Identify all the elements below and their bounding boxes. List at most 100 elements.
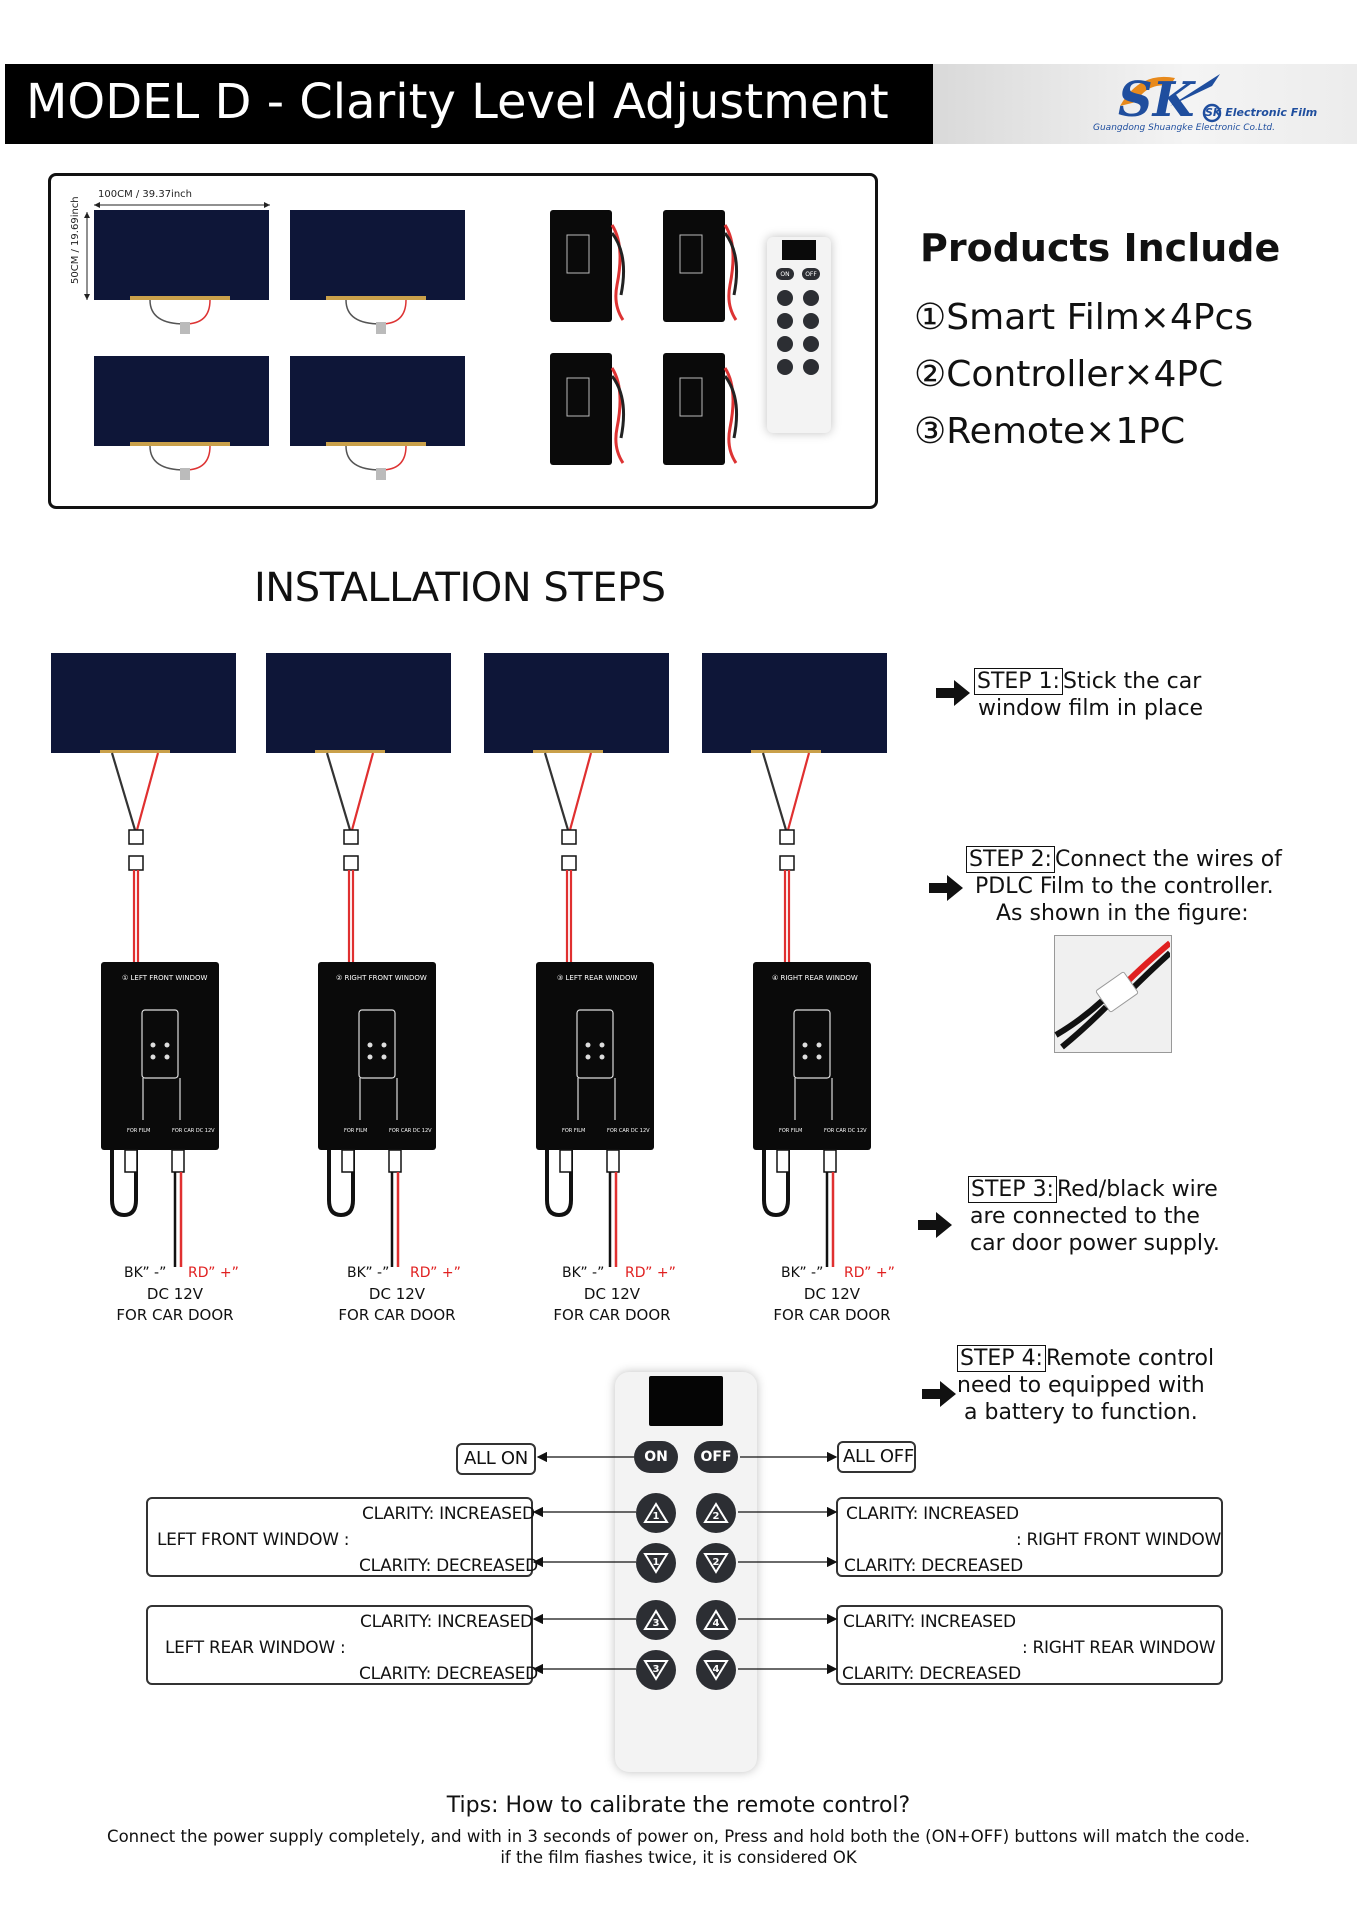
right-front-box <box>836 1497 1223 1577</box>
film-wires <box>130 296 426 480</box>
left-front-label: LEFT FRONT WINDOW : <box>157 1530 350 1550</box>
wire-rd-2: RD” +” <box>410 1265 461 1281</box>
step4-line3: a battery to function. <box>964 1400 1198 1425</box>
svg-text:1: 1 <box>653 1557 660 1568</box>
svg-text:1: 1 <box>653 1511 660 1522</box>
left-front-increased: CLARITY: INCREASED <box>362 1504 535 1524</box>
ctrl3-for-film: FOR FILM <box>562 1128 586 1134</box>
right-rear-increased: CLARITY: INCREASED <box>843 1612 1016 1632</box>
remote-screen <box>649 1376 723 1426</box>
page-title: MODEL D - Clarity Level Adjustment <box>26 74 889 130</box>
step2-line2: PDLC Film to the controller. <box>975 874 1274 899</box>
svg-text:3: 3 <box>653 1618 660 1629</box>
step3-text: STEP 3:Red/black wire <box>968 1176 1218 1203</box>
ctrl1-for-car: FOR CAR DC 12V <box>172 1128 215 1134</box>
wire-rd-4: RD” +” <box>844 1265 895 1281</box>
down-triangle-icon: 2 <box>703 1553 729 1574</box>
film-to-controller-wires <box>100 750 821 962</box>
for-car-door-3: FOR CAR DOOR <box>553 1306 671 1324</box>
step4-text: STEP 4:Remote control <box>957 1345 1214 1372</box>
ctrl1-for-film: FOR FILM <box>127 1128 151 1134</box>
product-item-controller: ②Controller×4PC <box>914 354 1224 395</box>
step2-text: STEP 2:Connect the wires of <box>966 846 1282 873</box>
svg-text:2: 2 <box>713 1511 720 1522</box>
all-on-label: ALL ON <box>464 1448 528 1469</box>
ctrl4-for-car: FOR CAR DC 12V <box>824 1128 867 1134</box>
for-car-door-2: FOR CAR DOOR <box>338 1306 456 1324</box>
wire-rd-3: RD” +” <box>625 1265 676 1281</box>
remote-off-button[interactable]: OFF <box>694 1441 738 1473</box>
remote-down-4-button[interactable]: 4 <box>696 1650 736 1690</box>
ctrl2-for-car: FOR CAR DC 12V <box>389 1128 432 1134</box>
ctrl3-for-car: FOR CAR DC 12V <box>607 1128 650 1134</box>
wire-bk-4: BK” -” <box>781 1265 824 1281</box>
all-off-label: ALL OFF <box>843 1446 914 1467</box>
wire-bk-3: BK” -” <box>562 1265 605 1281</box>
dc-label-1: DC 12V <box>146 1285 204 1303</box>
tips-line-1: Connect the power supply completely, and… <box>107 1827 1250 1846</box>
controller-right-front <box>318 962 436 1150</box>
svg-text:SK: SK <box>1118 72 1197 126</box>
products-frame <box>48 173 878 509</box>
right-rear-box <box>836 1605 1223 1685</box>
remote-down-2-button[interactable]: 2 <box>696 1543 736 1583</box>
products-heading: Products Include <box>920 226 1281 270</box>
dc-label-4: DC 12V <box>803 1285 861 1303</box>
logo-text: SK Electronic Film <box>1205 106 1318 119</box>
remote-up-1-button[interactable]: 1 <box>636 1493 676 1533</box>
film-panel-1 <box>94 210 269 300</box>
controller-title-right-rear: ④ RIGHT REAR WINDOW <box>772 974 858 982</box>
header-bar <box>5 64 933 144</box>
step1-line2: window film in place <box>978 696 1204 721</box>
film-height-label: 50CM / 19.69inch <box>70 196 81 284</box>
step1-text: STEP 1:Stick the car <box>974 668 1201 695</box>
left-rear-increased: CLARITY: INCREASED <box>360 1612 533 1632</box>
up-triangle-icon: 2 <box>703 1502 729 1523</box>
controller-title-left-rear: ③ LEFT REAR WINDOW <box>557 974 638 982</box>
remote-down-1-button[interactable]: 1 <box>636 1543 676 1583</box>
wire-bk-2: BK” -” <box>347 1265 390 1281</box>
width-arrow <box>94 202 270 208</box>
all-on-box <box>456 1443 536 1475</box>
products-controllers <box>550 210 739 465</box>
product-item-remote: ③Remote×1PC <box>914 411 1186 452</box>
all-off-box <box>837 1441 916 1473</box>
ctrl4-for-film: FOR FILM <box>779 1128 803 1134</box>
left-front-decreased: CLARITY: DECREASED <box>359 1556 538 1576</box>
right-rear-decreased: CLARITY: DECREASED <box>842 1664 1021 1684</box>
controller-title-right-front: ② RIGHT FRONT WINDOW <box>336 974 427 982</box>
up-triangle-icon: 3 <box>643 1609 669 1630</box>
film-panel-3 <box>94 356 269 446</box>
controller-title-left-front: ① LEFT FRONT WINDOW <box>122 974 208 982</box>
for-car-door-1: FOR CAR DOOR <box>116 1306 234 1324</box>
step3-label: STEP 3: <box>968 1176 1057 1203</box>
products-remote-buttons <box>777 290 819 375</box>
dc-label-2: DC 12V <box>368 1285 426 1303</box>
controller-right-rear <box>753 962 871 1150</box>
install-film-3 <box>484 653 669 753</box>
controller-details <box>110 1009 837 1267</box>
left-rear-label: LEFT REAR WINDOW : <box>165 1638 346 1658</box>
step1-label: STEP 1: <box>974 668 1063 695</box>
header-logo-area <box>933 64 1357 144</box>
right-front-decreased: CLARITY: DECREASED <box>844 1556 1023 1576</box>
step4-label: STEP 4: <box>957 1345 1046 1372</box>
step1-arrow-icon <box>936 680 970 706</box>
height-arrow <box>84 212 90 300</box>
step3-arrow-icon <box>918 1212 952 1238</box>
remote-down-3-button[interactable]: 3 <box>636 1650 676 1690</box>
film-panel-4 <box>290 356 465 446</box>
svg-text:2: 2 <box>713 1557 720 1568</box>
remote-up-3-button[interactable]: 3 <box>636 1600 676 1640</box>
film-panel-2 <box>290 210 465 300</box>
controller-left-rear <box>536 962 654 1150</box>
right-front-label: : RIGHT FRONT WINDOW <box>1016 1530 1221 1550</box>
svg-text:4: 4 <box>713 1664 720 1675</box>
ctrl2-for-film: FOR FILM <box>344 1128 368 1134</box>
remote-up-4-button[interactable]: 4 <box>696 1600 736 1640</box>
install-film-4 <box>702 653 887 753</box>
left-rear-decreased: CLARITY: DECREASED <box>359 1664 538 1684</box>
wire-bk-1: BK” -” <box>124 1265 167 1281</box>
remote-on-button[interactable]: ON <box>634 1441 678 1473</box>
remote-up-2-button[interactable]: 2 <box>696 1493 736 1533</box>
